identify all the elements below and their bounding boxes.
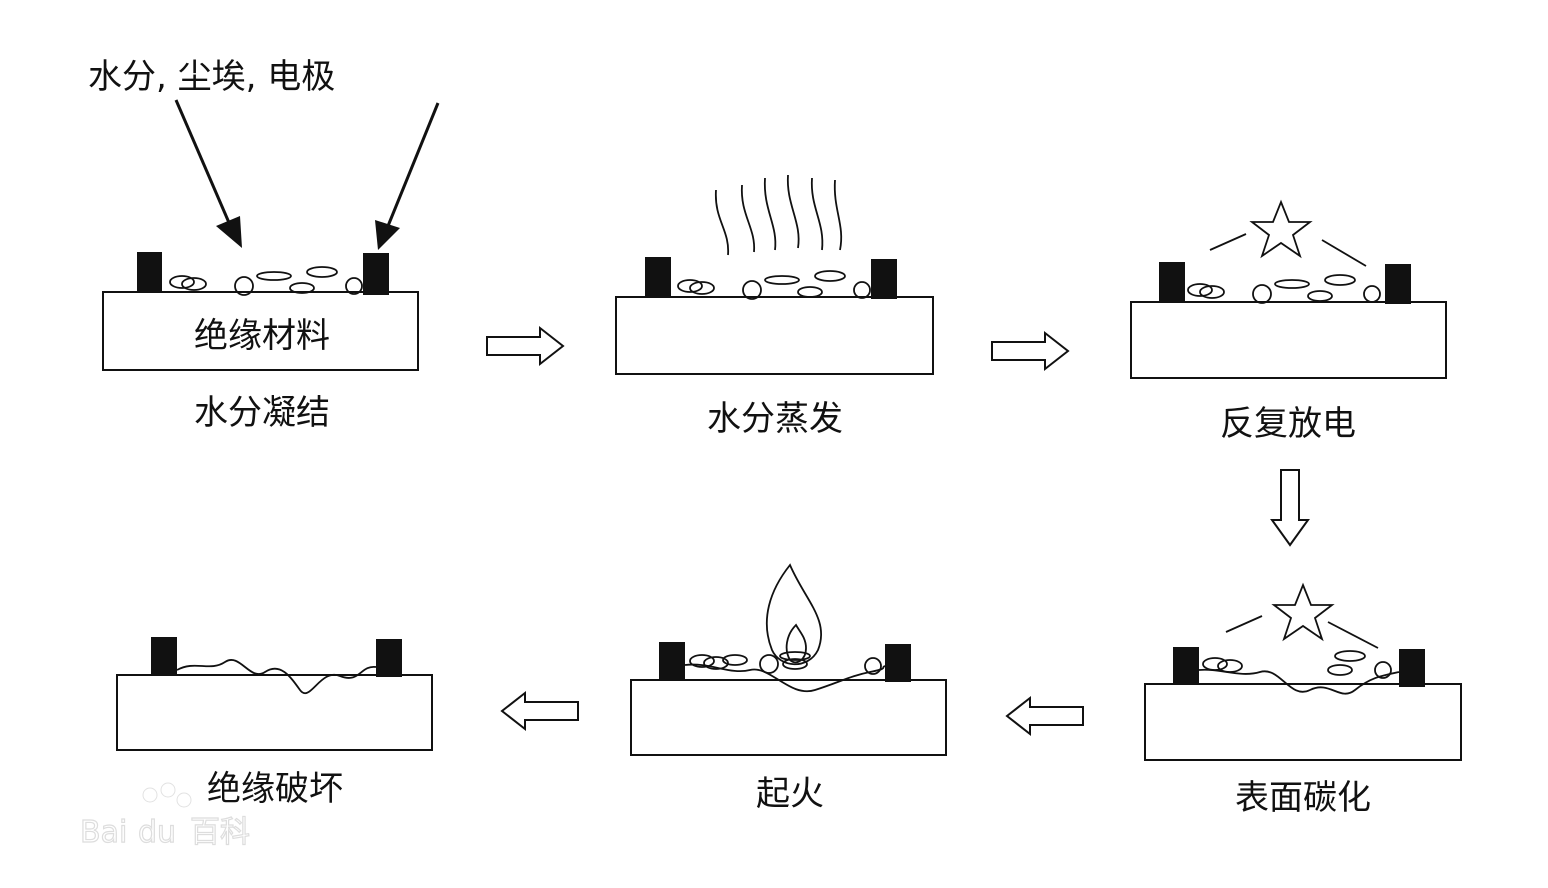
step-caption: 绝缘破坏 bbox=[207, 769, 343, 809]
step-insulation-breakdown: 绝缘破坏 bbox=[116, 637, 433, 809]
svg-text:du: du bbox=[138, 815, 176, 850]
step-ignition: 起火 bbox=[630, 563, 947, 814]
input-factors-label: 水分, 尘埃, 电极 bbox=[88, 57, 335, 97]
arrow-left-icon bbox=[500, 690, 579, 732]
spark-star-icon bbox=[1271, 582, 1335, 642]
arrow-right-icon bbox=[991, 330, 1070, 372]
step-repeated-discharge: 反复放电 bbox=[1130, 199, 1447, 444]
arrow-down-icon bbox=[1270, 469, 1310, 547]
step-caption: 水分蒸发 bbox=[707, 399, 843, 439]
steam-lines-icon bbox=[715, 174, 843, 256]
step-surface-carbonization: 表面碳化 bbox=[1144, 582, 1462, 818]
svg-text:Bai: Bai bbox=[80, 815, 127, 850]
step-moisture-condensation: 绝缘材料 水分凝结 bbox=[102, 252, 419, 433]
step-caption: 反复放电 bbox=[1220, 404, 1356, 444]
step-moisture-evaporation: 水分蒸发 bbox=[615, 174, 934, 439]
input-arrows bbox=[174, 99, 440, 250]
baidu-watermark-logo: Bai du 百科 bbox=[79, 782, 251, 851]
step-caption: 水分凝结 bbox=[194, 393, 330, 433]
spark-star-icon bbox=[1249, 199, 1313, 259]
substrate-label: 绝缘材料 bbox=[194, 316, 330, 356]
step-caption: 起火 bbox=[756, 774, 824, 814]
flow-arrows bbox=[486, 325, 1310, 737]
step-caption: 表面碳化 bbox=[1235, 778, 1371, 818]
arrow-left-icon bbox=[1005, 695, 1084, 737]
flame-icon bbox=[765, 563, 823, 666]
arrow-right-icon bbox=[486, 325, 565, 367]
svg-text:百科: 百科 bbox=[190, 815, 250, 850]
